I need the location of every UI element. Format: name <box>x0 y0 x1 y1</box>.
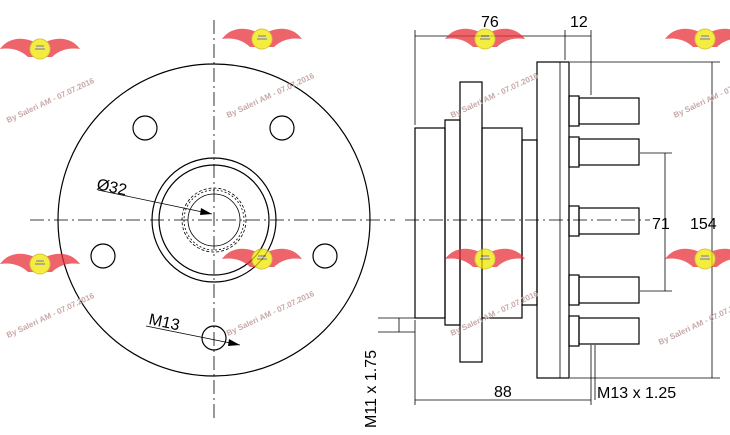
dim-76: 76 <box>481 14 499 31</box>
dim-diameter-32: Ø32 <box>95 176 128 199</box>
dim-12: 12 <box>570 14 588 31</box>
watermark-logos <box>0 27 730 275</box>
watermark-text-2: By Saleri AM - 07.07.2016 <box>225 71 316 120</box>
watermark-texts: By Saleri AM - 07.07.2016 By Saleri AM -… <box>5 71 730 347</box>
watermark-text-1: By Saleri AM - 07.07.2016 <box>5 76 96 125</box>
wheel-studs <box>568 95 640 347</box>
dim-m13: M13 <box>147 311 181 334</box>
watermark-text-4: By Saleri AM - 07.07.2016 <box>672 71 730 120</box>
front-view <box>30 20 395 420</box>
dim-71: 71 <box>652 216 670 233</box>
watermark-text-8: By Saleri AM - 07.07.2016 <box>657 298 730 347</box>
watermark-text-5: By Saleri AM - 07.07.2016 <box>5 291 96 340</box>
dim-154: 154 <box>690 216 717 233</box>
dim-m11-thread: M11 x 1.75 <box>363 350 380 428</box>
watermark-text-3: By Saleri AM - 07.07.2016 <box>449 71 540 120</box>
dim-m13-thread: M13 x 1.25 <box>597 385 676 402</box>
watermark-text-7: By Saleri AM - 07.07.2016 <box>449 289 540 338</box>
watermark-text-6: By Saleri AM - 07.07.2016 <box>225 289 316 338</box>
dim-88: 88 <box>494 384 512 401</box>
